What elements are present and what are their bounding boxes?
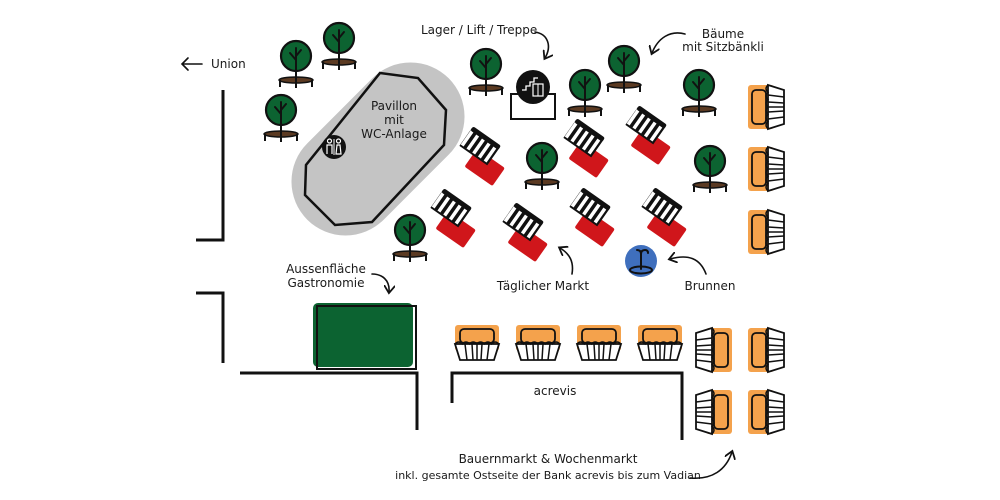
tree-with-bench-icon [467,47,505,98]
lager-arrow [534,31,548,58]
stairs-lift-icon [510,70,556,120]
gastro-arrow [371,273,389,292]
arrow-left-icon [180,57,203,71]
daily-market-stall [420,186,487,250]
pavilion [291,62,465,236]
baeume-arrow [652,32,686,53]
gastro-label-2: Gastronomie [288,276,365,290]
farmer-market-stall [576,324,622,361]
daily-market-stall [631,185,698,249]
tree-with-bench-icon [391,213,429,264]
bauernmarkt-label-2: inkl. gesamte Ostseite der Bank acrevis … [395,469,701,482]
fountain-label: Brunnen [685,279,736,293]
daily-market-arrow [560,248,574,275]
daily-market-label: Täglicher Markt [496,279,589,293]
fountain-arrow [670,257,707,275]
building-outline-left-top [196,90,225,242]
farmer-market-stall [747,146,785,192]
daily-market-stall [615,103,682,167]
farmer-market-stall [454,324,500,361]
tree-with-bench-icon [262,93,300,144]
tree-with-bench-icon [523,141,561,192]
tree-with-bench-icon [320,21,358,72]
daily-market-stall [492,200,559,264]
bauernmarkt-arrow [689,452,732,479]
daily-market-stall [553,116,620,180]
pavilion-label-2: mit [384,113,404,127]
wc-restroom-icon [322,135,346,159]
farmer-market-stall [695,389,733,435]
farmer-market-stall [747,209,785,255]
gastro-label-1: Aussenfläche [286,262,366,276]
gastronomy-area [313,303,417,370]
pavilion-label-3: WC-Anlage [361,127,427,141]
tree-with-bench-icon [566,68,604,119]
pavilion-label-1: Pavillon [371,99,417,113]
farmer-market-stall [695,327,733,373]
baeume-label-1: Bäume [702,27,744,41]
daily-market-stall [559,185,626,249]
farmer-market-stall [747,84,785,130]
union-label: Union [211,57,246,71]
farmer-market-stall [747,389,785,435]
building-outline-left-bottom [196,291,225,363]
acrevis-building-outline [450,371,684,440]
fountain-icon [625,245,657,277]
street-edge [240,371,419,430]
baeume-label-2: mit Sitzbänkli [682,40,764,54]
tree-with-bench-icon [605,44,643,95]
bauernmarkt-label-1: Bauernmarkt & Wochenmarkt [459,452,638,466]
tree-with-bench-icon [680,68,718,119]
farmer-market-stall [515,324,561,361]
lager-label: Lager / Lift / Treppe [421,23,537,37]
farmer-market-stall [747,327,785,373]
acrevis-label: acrevis [534,384,577,398]
farmer-market-stall [637,324,683,361]
tree-with-bench-icon [277,39,315,90]
tree-with-bench-icon [691,144,729,195]
